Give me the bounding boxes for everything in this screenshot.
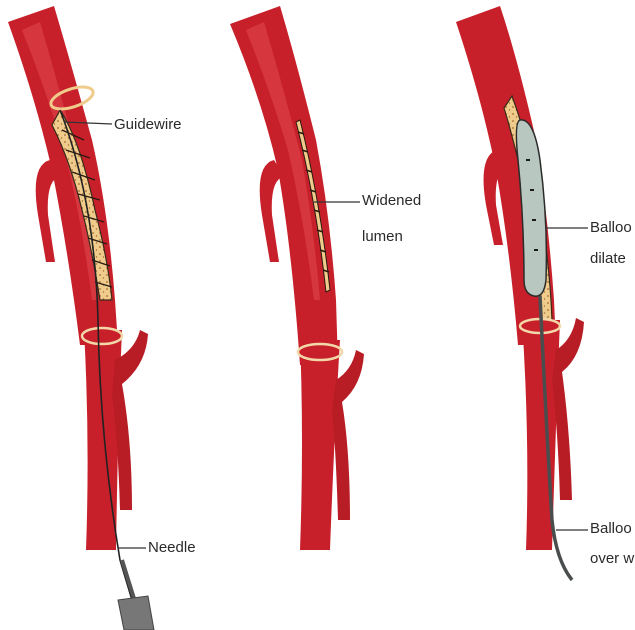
widened-label-line2: lumen — [362, 226, 403, 248]
vessel-branch-left — [260, 160, 284, 262]
guidewire-label: Guidewire — [114, 114, 182, 136]
needle-label: Needle — [148, 537, 196, 559]
vessel-lower — [300, 340, 340, 550]
balloon-wire-label-line1: Balloo — [590, 518, 632, 540]
panel-widened — [230, 6, 364, 550]
balloon-wire-label-line2: over w — [590, 548, 634, 570]
widened-label-line1: Widened — [362, 190, 421, 212]
needle-hub — [118, 596, 154, 630]
balloon-dilated-label-line1: Balloo — [590, 217, 632, 239]
panel-guidewire — [8, 6, 154, 630]
vessel-upper — [230, 6, 338, 365]
vessel-branch-left — [36, 160, 60, 262]
balloon-dilated-label-line2: dilate — [590, 248, 626, 270]
vessel-lower — [522, 320, 560, 550]
panel-balloon — [456, 6, 588, 580]
